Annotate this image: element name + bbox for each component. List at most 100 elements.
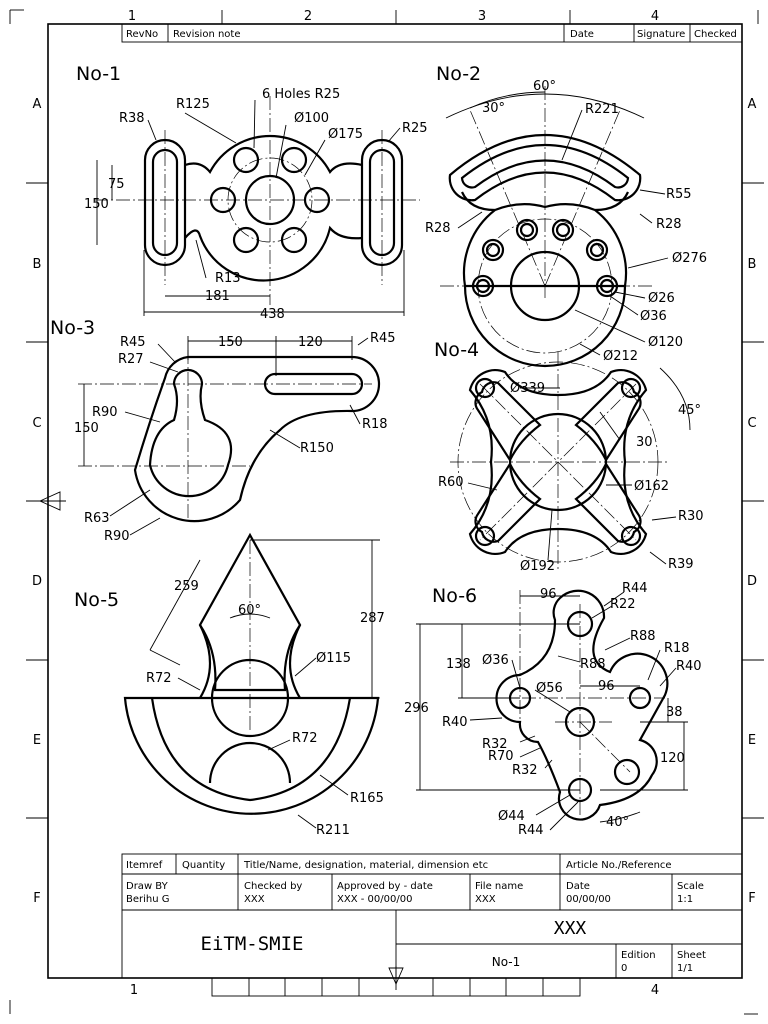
dim-label: Ø36 bbox=[482, 653, 509, 668]
dim-label: R70 bbox=[488, 749, 514, 764]
scale-label: Scale bbox=[677, 881, 704, 892]
dim-label: R90 bbox=[92, 405, 118, 420]
revision-header: Signature bbox=[637, 29, 685, 40]
file-name-value: XXX bbox=[475, 894, 496, 905]
dim-label: Ø162 bbox=[634, 479, 669, 494]
dim-label: 296 bbox=[404, 701, 429, 716]
organization-name: EiTM-SMIE bbox=[201, 933, 304, 955]
dim-label: R39 bbox=[668, 557, 694, 572]
dim-label: Ø276 bbox=[672, 251, 707, 266]
dim-label: R28 bbox=[656, 217, 682, 232]
dim-label: R32 bbox=[482, 737, 508, 752]
revision-header: RevNo bbox=[126, 29, 158, 40]
dim-label: R211 bbox=[316, 823, 350, 838]
sheet-label: Sheet bbox=[677, 950, 706, 961]
col-marker-bottom: 4 bbox=[651, 983, 659, 998]
dim-label: 120 bbox=[298, 335, 323, 350]
col-marker-top: 3 bbox=[478, 9, 486, 24]
dim-label: R28 bbox=[425, 221, 451, 236]
dim-label: 60° bbox=[533, 79, 556, 94]
drawing-no3: No-3 R45 R27 150 120 R45 R90 150 R18 R15… bbox=[50, 317, 396, 544]
col-marker-top: 4 bbox=[651, 9, 659, 24]
dim-label: 138 bbox=[446, 657, 471, 672]
dim-label: R221 bbox=[585, 102, 619, 117]
dim-label: 45° bbox=[678, 403, 701, 418]
dim-label: R55 bbox=[666, 187, 692, 202]
row-marker-right: F bbox=[748, 891, 755, 906]
title-block: Itemref Quantity Title/Name, designation… bbox=[121, 853, 743, 979]
drawing-no1: No-1 R125 6 bbox=[76, 63, 428, 322]
dim-label: R22 bbox=[610, 597, 636, 612]
col-marker-bottom: 1 bbox=[130, 983, 138, 998]
dim-label: Ø44 bbox=[498, 809, 525, 824]
title-block-header: Itemref bbox=[126, 860, 163, 871]
row-marker-left: E bbox=[33, 733, 41, 748]
dim-label: 30 bbox=[636, 435, 653, 450]
dim-label: R25 bbox=[402, 121, 428, 136]
title-block-header: Article No./Reference bbox=[566, 860, 672, 871]
dim-label: Ø175 bbox=[328, 127, 363, 142]
dim-label: 150 bbox=[74, 421, 99, 436]
dim-label: Ø100 bbox=[294, 111, 329, 126]
dim-label: 6 Holes R25 bbox=[262, 87, 340, 102]
row-marker-right: C bbox=[747, 416, 756, 431]
sheet-value: 1/1 bbox=[677, 963, 693, 974]
dim-label: R30 bbox=[678, 509, 704, 524]
dim-label: R150 bbox=[300, 441, 334, 456]
date-label: Date bbox=[566, 881, 590, 892]
drawing-no4: No-4 Ø339 45° 30 R60 Ø162 R30 Ø192 R39 bbox=[434, 339, 704, 574]
approved-label: Approved by - date bbox=[337, 881, 433, 892]
dim-label: Ø212 bbox=[603, 349, 638, 364]
dim-label: Ø115 bbox=[316, 651, 351, 666]
dim-label: 40° bbox=[606, 815, 629, 830]
title-block-header: Title/Name, designation, material, dimen… bbox=[243, 860, 488, 871]
drawing-title: No-4 bbox=[434, 339, 479, 361]
row-marker-right: E bbox=[748, 733, 756, 748]
drawing-no6: No-6 bbox=[404, 581, 702, 838]
checked-by-label: Checked by bbox=[244, 881, 302, 892]
edition-label: Edition bbox=[621, 950, 656, 961]
file-name-label: File name bbox=[475, 881, 523, 892]
draw-by-value: Berihu G bbox=[126, 894, 170, 905]
drawing-title: No-3 bbox=[50, 317, 95, 339]
revision-block: RevNo Revision note Date Signature Check… bbox=[121, 23, 743, 43]
dim-label: R88 bbox=[580, 657, 606, 672]
dim-label: R44 bbox=[518, 823, 544, 838]
scale-value: 1:1 bbox=[677, 894, 693, 905]
row-marker-left: C bbox=[32, 416, 41, 431]
dim-label: Ø120 bbox=[648, 335, 683, 350]
dim-label: 60° bbox=[238, 603, 261, 618]
dim-label: Ø192 bbox=[520, 559, 555, 574]
dim-label: R165 bbox=[350, 791, 384, 806]
draw-by-label: Draw BY bbox=[126, 881, 169, 892]
col-marker-top: 2 bbox=[304, 9, 312, 24]
drawing-no2: No-2 60° 30° R221 R55 bbox=[425, 63, 707, 368]
row-marker-left: F bbox=[33, 891, 40, 906]
dim-label: Ø36 bbox=[640, 309, 667, 324]
dim-label: R72 bbox=[292, 731, 318, 746]
dim-label: R72 bbox=[146, 671, 172, 686]
dim-label: 438 bbox=[260, 307, 285, 322]
dim-label: R27 bbox=[118, 352, 144, 367]
dim-label: R63 bbox=[84, 511, 110, 526]
dim-label: 150 bbox=[218, 335, 243, 350]
title-block-header: Quantity bbox=[182, 860, 225, 871]
dim-label: 96 bbox=[540, 587, 557, 602]
drawing-title: No-2 bbox=[436, 63, 481, 85]
drawing-title: No-5 bbox=[74, 589, 119, 611]
dim-label: R88 bbox=[630, 629, 656, 644]
dim-label: Ø26 bbox=[648, 291, 675, 306]
revision-header: Revision note bbox=[173, 29, 241, 40]
revision-header: Checked bbox=[694, 29, 737, 40]
checked-by-value: XXX bbox=[244, 894, 265, 905]
dim-label: R18 bbox=[664, 641, 690, 656]
dim-label: R38 bbox=[119, 111, 145, 126]
dim-label: 150 bbox=[84, 197, 109, 212]
dim-label: R13 bbox=[215, 271, 241, 286]
drawing-title: No-1 bbox=[76, 63, 121, 85]
row-marker-left: A bbox=[33, 97, 42, 112]
dim-label: R45 bbox=[370, 331, 396, 346]
drawing-name: XXX bbox=[554, 918, 587, 939]
dim-label: 38 bbox=[666, 705, 683, 720]
